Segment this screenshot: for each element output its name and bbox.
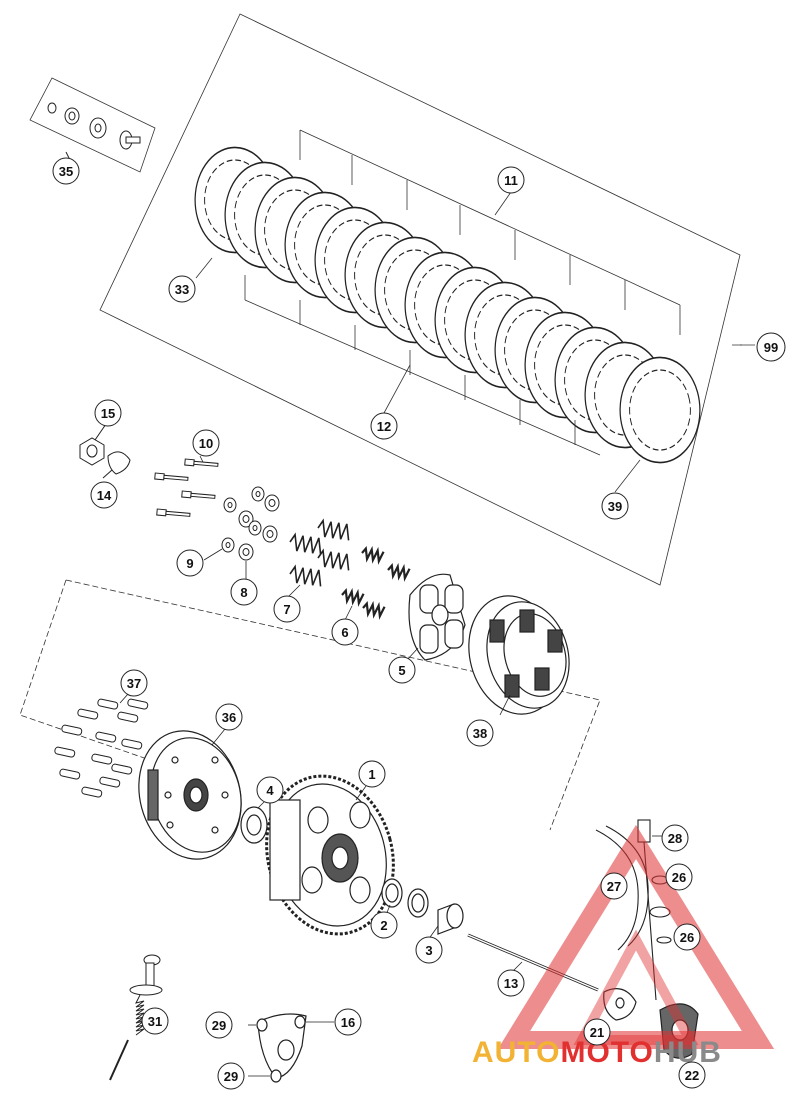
callout-16: 16 [334, 1008, 362, 1036]
svg-text:4: 4 [266, 783, 274, 798]
svg-text:14: 14 [97, 488, 112, 503]
callouts: 35 11 33 99 15 12 10 14 39 9 8 7 6 5 37 … [52, 157, 786, 1090]
damper-springs-6 [340, 546, 411, 621]
callout-36: 36 [215, 703, 243, 731]
callout-26b: 26 [673, 923, 701, 951]
callout-22: 22 [678, 1061, 706, 1089]
washers-8-9 [203, 486, 280, 580]
callout-15: 15 [94, 399, 122, 427]
callout-5: 5 [388, 656, 416, 684]
svg-text:28: 28 [668, 831, 682, 846]
callout-2: 2 [370, 911, 398, 939]
svg-text:29: 29 [212, 1018, 226, 1033]
svg-text:29: 29 [224, 1069, 238, 1084]
callout-13: 13 [497, 969, 525, 997]
svg-text:31: 31 [148, 1014, 162, 1029]
callout-14: 14 [90, 481, 118, 509]
callout-1: 1 [358, 760, 386, 788]
svg-text:2: 2 [380, 918, 387, 933]
callout-4: 4 [256, 776, 284, 804]
callout-39: 39 [601, 492, 629, 520]
svg-text:26: 26 [680, 930, 694, 945]
callout-6: 6 [331, 618, 359, 646]
svg-text:27: 27 [607, 879, 621, 894]
svg-text:7: 7 [283, 602, 290, 617]
callout-8: 8 [230, 578, 258, 606]
bleeder-31 [109, 954, 163, 1081]
svg-text:21: 21 [590, 1025, 604, 1040]
svg-text:26: 26 [672, 870, 686, 885]
callout-21: 21 [583, 1018, 611, 1046]
callout-3: 3 [415, 936, 443, 964]
clutch-basket-38 [468, 595, 570, 716]
pins-37 [53, 693, 149, 799]
cover-16-29 [248, 1013, 334, 1083]
svg-text:3: 3 [425, 943, 432, 958]
svg-text:11: 11 [504, 173, 518, 188]
svg-text:12: 12 [377, 419, 391, 434]
svg-text:15: 15 [101, 406, 115, 421]
svg-text:13: 13 [504, 976, 518, 991]
callout-29a: 29 [205, 1011, 233, 1039]
callout-99: 99 [756, 332, 786, 362]
svg-text:5: 5 [398, 663, 405, 678]
callout-7: 7 [273, 595, 301, 623]
svg-text:22: 22 [685, 1068, 699, 1083]
svg-text:33: 33 [175, 282, 189, 297]
thrust-washer-4 [240, 799, 268, 844]
svg-text:6: 6 [341, 625, 348, 640]
pressure-plate-5 [406, 573, 466, 661]
callout-38: 38 [466, 719, 494, 747]
svg-text:8: 8 [240, 585, 247, 600]
svg-text:37: 37 [127, 676, 141, 691]
callout-27: 27 [600, 872, 628, 900]
watermark-moto: MOTO [560, 1036, 653, 1069]
nut-and-lock-washer [79, 423, 131, 479]
callout-33: 33 [168, 275, 196, 303]
callout-29b: 29 [217, 1062, 245, 1090]
svg-text:1: 1 [368, 767, 375, 782]
svg-text:39: 39 [608, 499, 622, 514]
hardware-35 [47, 102, 141, 161]
svg-text:99: 99 [764, 340, 778, 355]
bolts-10 [154, 455, 219, 519]
callout-12: 12 [370, 412, 398, 440]
callout-35: 35 [52, 157, 80, 185]
callout-9: 9 [176, 549, 204, 577]
kit-outline [19, 13, 755, 831]
plate-bracket-lines [195, 129, 681, 493]
callout-11: 11 [497, 166, 525, 194]
callout-26a: 26 [665, 863, 693, 891]
svg-text:10: 10 [199, 436, 213, 451]
svg-text:35: 35 [59, 164, 73, 179]
clutch-plate-stack [183, 131, 712, 479]
primary-gear-1 [265, 774, 395, 936]
svg-text:9: 9 [186, 556, 193, 571]
callout-28: 28 [661, 824, 689, 852]
svg-text:38: 38 [473, 726, 487, 741]
svg-text:16: 16 [341, 1015, 355, 1030]
clutch-hub-36 [138, 728, 242, 860]
watermark-auto: AUTO [472, 1036, 560, 1069]
callout-31: 31 [141, 1007, 169, 1035]
svg-text:36: 36 [222, 710, 236, 725]
callout-10: 10 [192, 429, 220, 457]
clutch-springs-7 [287, 519, 352, 598]
callout-37: 37 [120, 669, 148, 697]
svg-text:AUTOMOTOHUB: AUTOMOTOHUB [472, 1036, 722, 1069]
